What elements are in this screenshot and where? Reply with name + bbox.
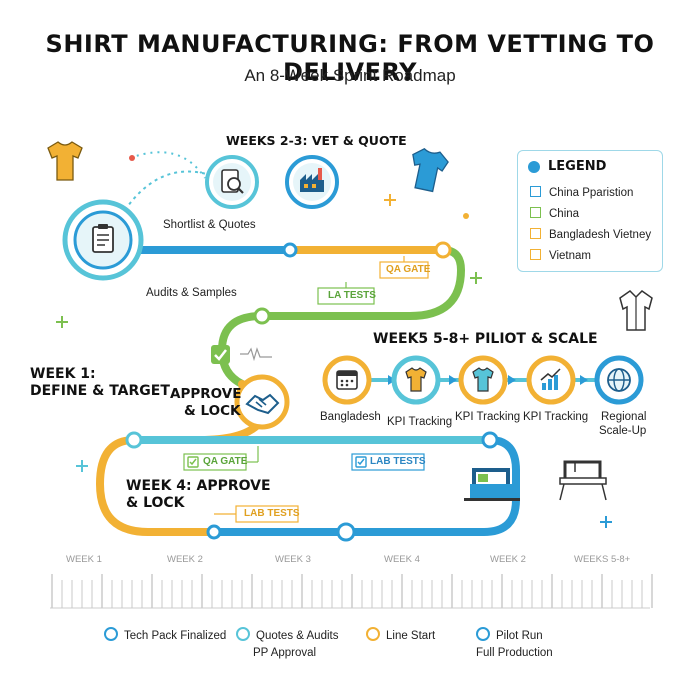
waypoint-dot: [125, 431, 143, 449]
kpi-node-1: [391, 355, 441, 405]
phase-heading-week4: WEEK 4: APPROVE: [126, 478, 271, 494]
sparkle-dot: [463, 213, 469, 219]
dress-shirt-icon: [619, 290, 653, 331]
label-pilot-kpi-3: KPI Tracking: [523, 411, 589, 423]
plus-icon: [600, 516, 612, 528]
gate-qa-top: QA GATE: [386, 264, 431, 275]
legend-item: Bangladesh Vietney: [530, 228, 651, 241]
legend-item: China Pparistion: [530, 186, 633, 199]
plus-icon: [384, 194, 396, 206]
sewing-machine-icon: [559, 460, 607, 501]
legend-item: China: [530, 207, 579, 220]
calendar-node: [322, 355, 372, 405]
timeline-week-label: WEEK 3: [275, 554, 311, 565]
lab-tests-box-mid: [351, 453, 425, 471]
timeline-week-label: WEEK 2: [490, 554, 526, 565]
gate-la-tests: LA TESTS: [328, 290, 376, 301]
phase-heading-vet: WEEKS 2-3: VET & QUOTE: [226, 133, 407, 148]
calendar-icon: [336, 370, 358, 390]
page-subtitle: An 8-Week Sprint Roadmap: [244, 66, 456, 85]
legend-box: LEGEND China Pparistion China Bangladesh…: [517, 150, 663, 272]
factory-icon: [300, 168, 324, 192]
arrow: [580, 375, 588, 385]
milestone-tech-pack: Tech Pack Finalized: [104, 627, 226, 642]
signal-squiggle: [240, 347, 272, 362]
factory-node: [285, 155, 339, 209]
handshake-icon: [245, 393, 280, 415]
timeline-week-label: WEEK 2: [167, 554, 203, 565]
checklist-icon: [92, 224, 114, 253]
label-shortlist: Shortlist & Quotes: [163, 219, 256, 231]
phase-heading-week4-lock: & LOCK: [126, 495, 185, 511]
legend-item: Vietnam: [530, 249, 591, 262]
plus-icon: [76, 460, 88, 472]
checklist-node: [62, 199, 144, 281]
handshake-node: [234, 374, 290, 430]
gate-lab-tests-mid: LAB TESTS: [370, 456, 426, 467]
tshirt-icon: [47, 141, 83, 181]
phase-heading-approve: APPROVE: [170, 386, 242, 402]
arrow: [449, 375, 457, 385]
label-pilot-regional: Regional: [601, 411, 647, 423]
gate-lab-tests-bottom: LAB TESTS: [244, 508, 300, 519]
globe-icon: [607, 368, 631, 392]
waypoint-dot: [336, 522, 356, 542]
timeline-week-label: WEEK 4: [384, 554, 420, 565]
sparkle-dot: [129, 155, 135, 161]
phase-heading-week1: WEEK 1:: [30, 366, 96, 382]
polo-shirt-icon: [412, 147, 449, 193]
waypoint-dot: [253, 307, 271, 325]
check-icon: [187, 456, 199, 468]
label-pilot-kpi-1: KPI Tracking: [387, 416, 453, 428]
timeline-ticks: [51, 574, 653, 608]
globe-node: [594, 355, 644, 405]
legend-title: LEGEND: [528, 159, 606, 174]
plus-icon: [56, 316, 68, 328]
dotted-connector-2: [124, 170, 211, 211]
page-title: SHIRT MANUFACTURING: FROM VETTING TO DEL…: [45, 30, 655, 86]
milestone-full-production: Full Production: [476, 647, 553, 659]
waypoint-dot: [434, 241, 452, 259]
milestone-pp-approval: PP Approval: [253, 647, 317, 659]
path-segment-orange-left: [95, 436, 218, 536]
waypoint-dot: [206, 524, 222, 540]
magnifier-node: [205, 155, 259, 209]
label-pilot-kpi-2: KPI Tracking: [455, 411, 521, 423]
tshirt-icon: [472, 367, 494, 392]
waypoint-dot: [481, 431, 499, 449]
timeline-week-label: WEEK 1: [66, 554, 102, 565]
kpi-node-2: [458, 355, 508, 405]
magnifier-document-icon: [221, 169, 244, 194]
check-icon: [211, 345, 230, 364]
gate-qa-mid: QA GATE: [203, 456, 248, 467]
phase-heading-pilot: WEEK5 5-8+ PILIOT & SCALE: [373, 331, 598, 347]
milestone-quotes-audits: Quotes & Audits: [236, 627, 338, 642]
sewing-machine-icon: [464, 468, 520, 501]
label-pilot-scale-up: Scale-Up: [599, 425, 647, 437]
label-pilot-bangladesh: Bangladesh: [320, 411, 381, 423]
milestone-pilot-run: Pilot Run: [476, 627, 543, 642]
check-icon: [355, 456, 367, 468]
bar-chart-icon: [540, 368, 561, 390]
kpi-node-3: [526, 355, 576, 405]
phase-heading-lock: & LOCK: [184, 403, 241, 419]
tshirt-icon: [405, 367, 427, 392]
label-audits: Audits & Samples: [146, 287, 237, 299]
timeline-week-label: WEEKS 5-8+: [574, 554, 631, 565]
plus-icon: [470, 272, 482, 284]
waypoint-dot: [282, 242, 298, 258]
legend-dot: [528, 161, 540, 173]
milestone-line-start: Line Start: [366, 627, 435, 642]
arrow: [508, 375, 516, 385]
phase-heading-define: DEFINE & TARGET: [30, 383, 170, 399]
